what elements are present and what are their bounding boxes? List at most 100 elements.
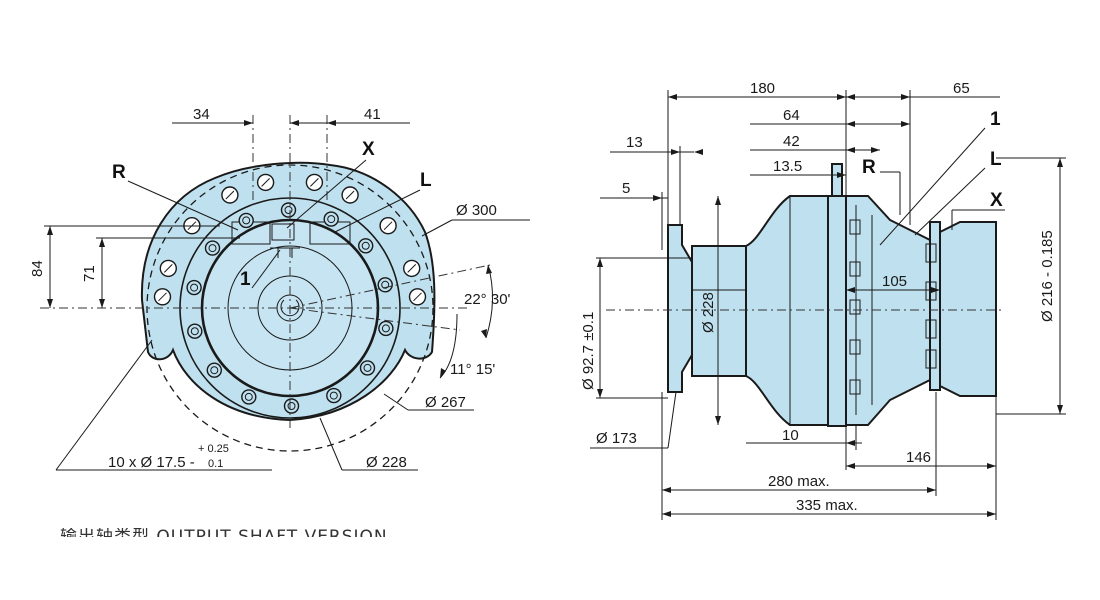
leader-1 (251, 249, 281, 289)
dim-ang22-text: 22° 30' (464, 291, 511, 308)
housing-bolt-head (210, 366, 219, 375)
dim-dia92-text: Ø 92.7 ±0.1 (580, 312, 597, 390)
housing-bolt-head (242, 216, 251, 225)
bolt-hole-mark (383, 221, 393, 231)
dim-65-text: 65 (953, 80, 970, 97)
housing-bolt-head (190, 327, 199, 336)
bolt-hole-mark (158, 292, 167, 302)
bolt-hole-mark (225, 190, 235, 200)
bolt-note-leader (55, 339, 153, 471)
mounting-flange (827, 195, 847, 427)
angle-ray-22 (289, 264, 491, 309)
dim-dia228-side-text: Ø 228 (700, 292, 717, 333)
side-label-1: 1 (990, 109, 1001, 130)
dim-42-text: 42 (783, 133, 800, 150)
leader-r (127, 180, 239, 231)
dim-dia300-leader (421, 219, 453, 237)
side-label-r: R (862, 157, 876, 178)
side-label-x: X (990, 190, 1003, 211)
bolt-hole-mark (163, 264, 173, 273)
housing-bolt (204, 240, 221, 256)
bolt-hole-mark (261, 178, 270, 187)
housing-bolt-head (327, 215, 336, 224)
bolt-tol-upper: + 0.25 (198, 443, 229, 455)
housing-bolt (187, 323, 203, 339)
bolt-note-text: 10 x Ø 17.5 - (108, 454, 195, 471)
label-r: R (112, 162, 126, 183)
front-view: 34 41 84 71 R X L 1 Ø 300 22° 30' 11° 15… (29, 106, 530, 471)
housing-bolt-head (284, 206, 293, 214)
housing-bolt (241, 389, 257, 405)
bolt-holes-inner (186, 202, 394, 414)
leader-x (286, 159, 367, 229)
housing-bolt-head (208, 244, 217, 253)
dim-71-text: 71 (81, 265, 98, 282)
dim-dia228-leader (319, 417, 343, 471)
label-l: L (420, 170, 432, 191)
dim-64-text: 64 (783, 107, 800, 124)
housing-bolt (377, 277, 393, 293)
dim-84-text: 84 (29, 260, 46, 277)
housing-bolt-head (381, 324, 390, 333)
housing-bolt-head (244, 392, 253, 401)
label-x: X (362, 139, 375, 160)
housing-bolt (359, 360, 376, 376)
dim-dia216-text: Ø 216 - 0.185 (1039, 230, 1056, 322)
leader-l (334, 189, 421, 233)
housing-bolt (186, 279, 202, 296)
side-leader-l (914, 167, 986, 236)
shaft-key (280, 299, 300, 317)
housing-bolt (326, 387, 342, 404)
housing-bolt-head (190, 283, 199, 292)
dim-180-text: 180 (750, 80, 775, 97)
dim-dia173-leader (667, 391, 677, 449)
housing-bolt-head (363, 363, 372, 372)
housing-bolt (358, 238, 374, 254)
housing-bolt-head (329, 391, 338, 400)
dim-13-text: 13 (626, 134, 643, 151)
dim-41-text: 41 (364, 106, 381, 123)
flange-lug (831, 163, 843, 197)
housing-bolt (378, 320, 394, 337)
dim-13-5-text: 13.5 (773, 158, 802, 175)
housing-bolt-head (361, 241, 370, 250)
dim-dia300-text: Ø 300 (456, 202, 497, 219)
dim-5-text: 5 (622, 180, 630, 197)
dim-146-text: 146 (906, 449, 931, 466)
dim-dia228-text: Ø 228 (366, 454, 407, 471)
dim-335-text: 335 max. (796, 497, 858, 514)
bolt-hole-mark (345, 190, 355, 200)
dim-dia267-leader (383, 393, 409, 411)
figure-caption: 输出轴类型 OUTPUT SHAFT VERSION (60, 528, 440, 537)
output-flange (667, 224, 693, 393)
port-x (271, 223, 295, 241)
housing-bolt-head (381, 280, 390, 289)
bolt-tol-lower: 0.1 (208, 458, 223, 470)
pilot-body (691, 245, 747, 377)
dim-ang11-text: 11° 15' (450, 361, 495, 378)
bolt-holes-outer (153, 173, 427, 306)
arrowheads (47, 94, 1063, 517)
dim-34-text: 34 (193, 106, 210, 123)
dim-105-text: 105 (882, 273, 907, 290)
bolt-hole-mark (407, 264, 417, 273)
bolt-hole-mark (310, 178, 319, 187)
bolt-hole-mark (413, 292, 422, 302)
dim-10-text: 10 (782, 427, 799, 444)
dim-280-text: 280 max. (768, 473, 830, 490)
housing-bolt (323, 211, 339, 227)
housing-bolt (238, 212, 254, 229)
housing-bolt-head (287, 402, 296, 410)
side-leader-1 (879, 127, 986, 246)
housing-bolt (280, 202, 297, 218)
dim-dia267-text: Ø 267 (425, 394, 466, 411)
side-label-l: L (990, 149, 1002, 170)
label-1: 1 (240, 269, 251, 290)
end-cap (939, 221, 997, 397)
valve-plate (929, 221, 941, 391)
housing-bolt (283, 398, 300, 414)
dim-dia173-text: Ø 173 (596, 430, 637, 447)
housing-bolt (206, 362, 223, 378)
